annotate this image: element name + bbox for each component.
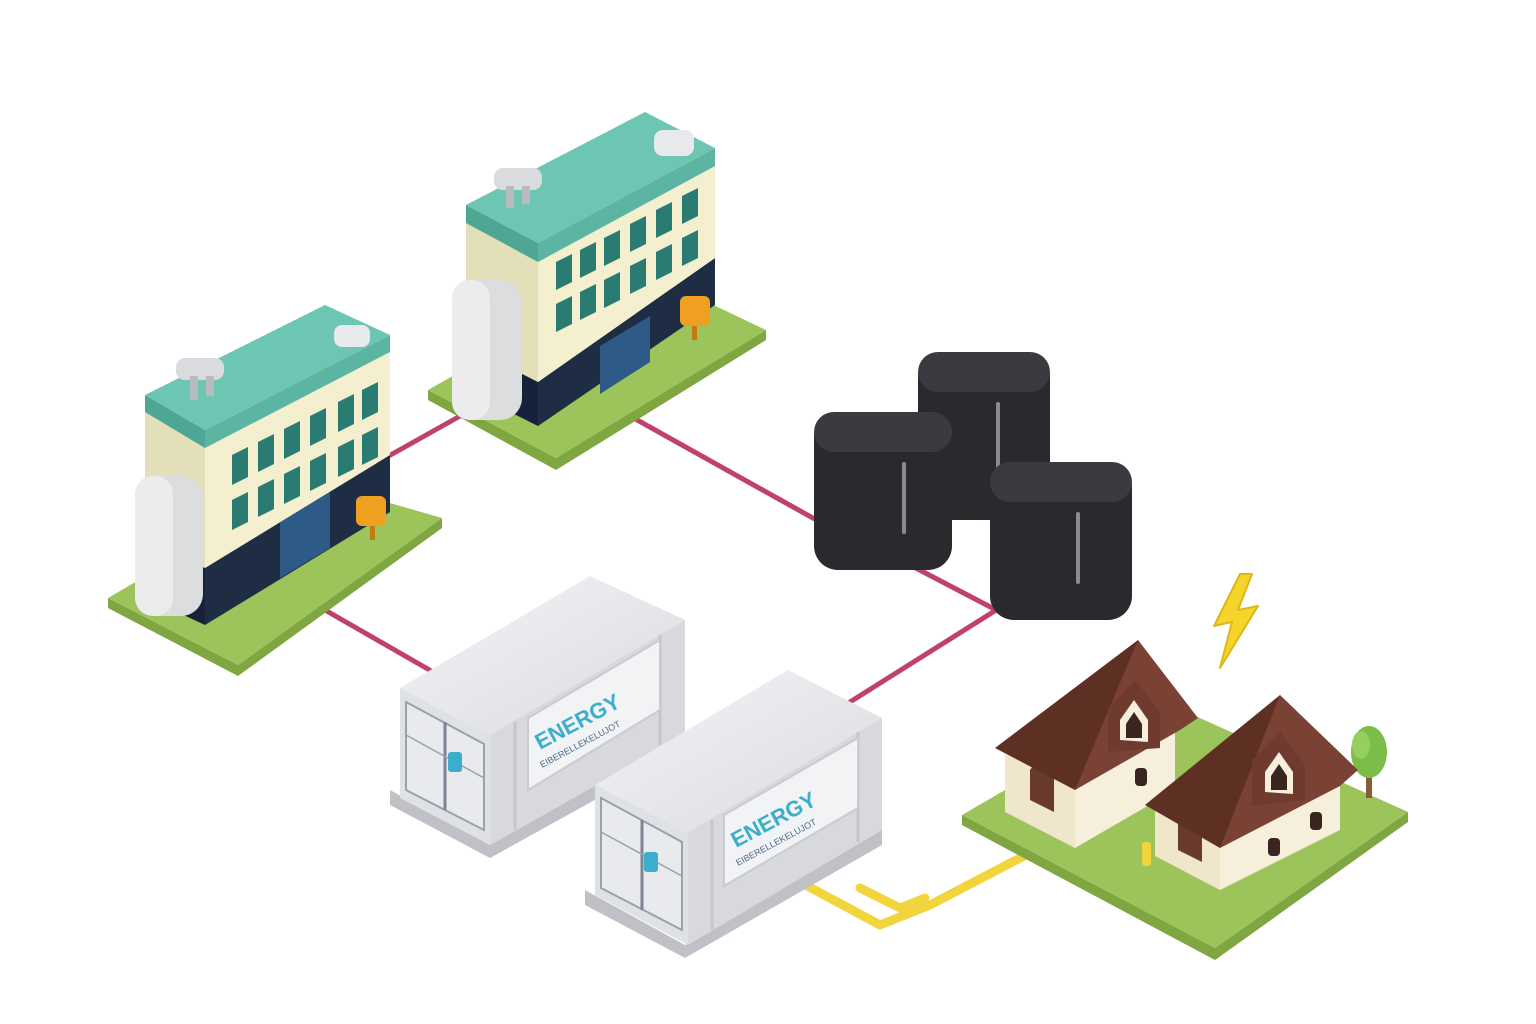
- building1-roof-top: [145, 305, 390, 430]
- container2-top: [595, 670, 882, 832]
- house-front: [1145, 695, 1358, 890]
- tree-icon: [1351, 726, 1387, 798]
- house-back: [995, 640, 1198, 848]
- cable-container-houses: [795, 840, 1050, 930]
- cable-building2-batteries: [627, 413, 823, 525]
- building2-meter-box: [680, 296, 710, 326]
- building1-windows: [232, 382, 378, 530]
- container1-lock-icon: [448, 752, 462, 772]
- houses: [962, 640, 1408, 960]
- building1-roof-box: [334, 325, 370, 347]
- office-building-1: [108, 305, 442, 676]
- storage-container-1: ENERGY EIBERELLEKELUJOT: [390, 576, 685, 858]
- battery-cabinet-front: [990, 462, 1132, 620]
- container1-top: [400, 576, 685, 735]
- building2-windows: [556, 188, 698, 332]
- building2-roof-box: [654, 130, 694, 156]
- container1-label-panel: [527, 638, 661, 792]
- lightning-bolt-icon: [1213, 573, 1259, 669]
- container2-label-panel: [723, 736, 859, 888]
- office-building-2: [428, 112, 766, 470]
- house-meter-post: [1142, 842, 1151, 866]
- battery-cabinets: [814, 352, 1132, 620]
- cable-building1-container: [315, 603, 443, 679]
- building1-roof-front: [205, 335, 390, 448]
- container2-lock-icon: [644, 852, 658, 872]
- cable-container-houses-loop: [855, 883, 930, 913]
- cable-batteries-link: [907, 562, 1003, 615]
- grass-base-side: [108, 518, 442, 676]
- storage-container-2: ENERGY EIBERELLEKELUJOT: [585, 670, 882, 958]
- building1-roof-vent: [176, 358, 224, 400]
- battery-cabinet-left: [814, 412, 952, 570]
- building2-roof-vent: [494, 168, 542, 208]
- building1-roof-side: [145, 395, 205, 448]
- building1-meter-box: [356, 496, 386, 526]
